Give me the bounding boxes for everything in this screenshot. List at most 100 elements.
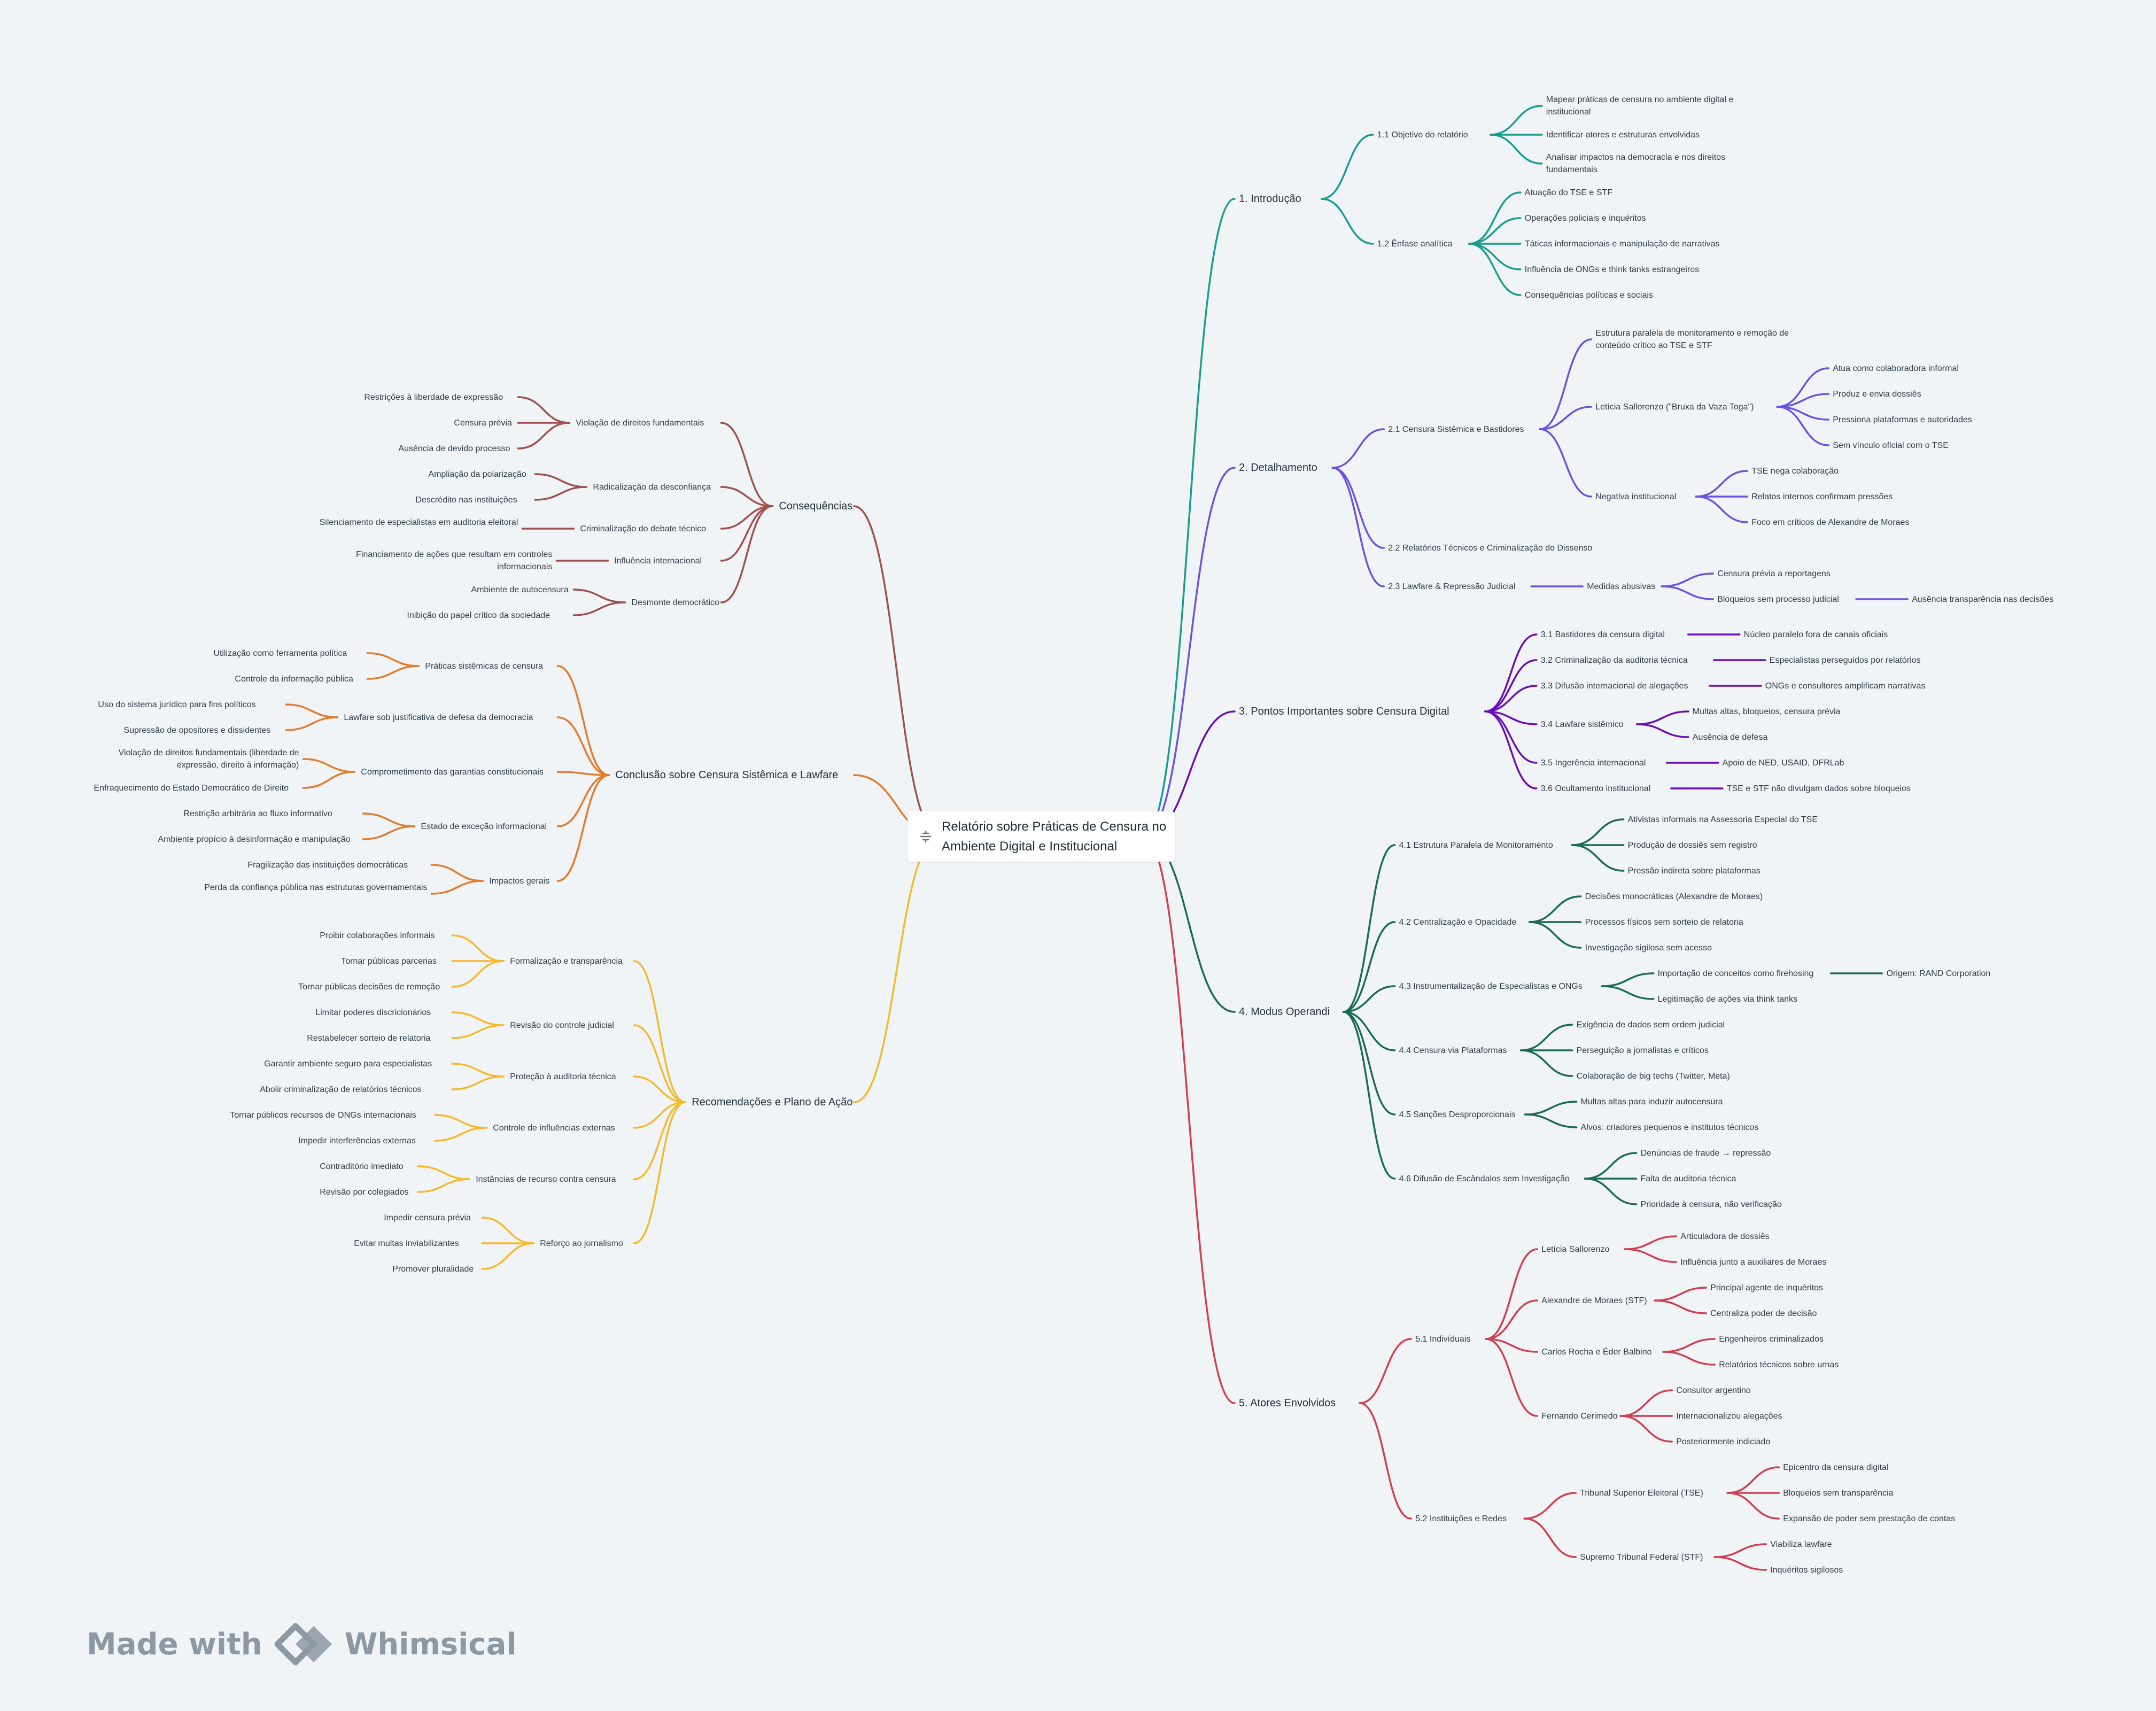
topic-node[interactable]: Restrições à liberdade de expressão: [364, 392, 503, 402]
topic-node[interactable]: Alexandre de Moraes (STF): [1541, 1296, 1647, 1305]
topic-node[interactable]: Instâncias de recurso contra censura: [476, 1174, 616, 1184]
topic-node[interactable]: Mapear práticas de censura no ambiente d…: [1546, 95, 1734, 117]
topic-node[interactable]: Violação de direitos fundamentais: [576, 418, 704, 428]
topic-node[interactable]: Revisão por colegiados: [320, 1187, 409, 1197]
topic-node[interactable]: Centraliza poder de decisão: [1710, 1309, 1817, 1318]
topic-node[interactable]: Promover pluralidade: [392, 1264, 474, 1274]
topic-node[interactable]: Negativa institucional: [1595, 492, 1677, 501]
topic-node[interactable]: Produção de dossiês sem registro: [1627, 840, 1757, 850]
topic-node[interactable]: Sem vínculo oficial com o TSE: [1833, 440, 1949, 450]
topic-node[interactable]: Inquéritos sigilosos: [1770, 1565, 1843, 1575]
topic-node[interactable]: Lawfare sob justificativa de defesa da d…: [344, 713, 533, 722]
topic-node[interactable]: Comprometimento das garantias constituci…: [361, 767, 544, 777]
topic-node[interactable]: Atua como colaboradora informal: [1833, 363, 1959, 373]
topic-node[interactable]: Influência internacional: [614, 556, 702, 566]
topic-node[interactable]: Garantir ambiente seguro para especialis…: [264, 1059, 432, 1069]
topic-node[interactable]: Legitimação de ações via think tanks: [1657, 994, 1798, 1004]
topic-node[interactable]: Atuação do TSE e STF: [1524, 188, 1613, 197]
topic-node[interactable]: Radicalização da desconfiança: [593, 482, 711, 492]
topic-node[interactable]: 1.2 Ênfase analítica: [1377, 239, 1453, 249]
topic-node[interactable]: Internacionalizou alegações: [1676, 1411, 1782, 1421]
topic-node[interactable]: Desmonte democrático: [631, 598, 719, 607]
topic-node[interactable]: TSE e STF não divulgam dados sobre bloqu…: [1726, 784, 1911, 793]
topic-node[interactable]: Pressão indireta sobre plataformas: [1627, 866, 1761, 876]
topic-node[interactable]: Colaboração de big techs (Twitter, Meta): [1576, 1071, 1730, 1081]
topic-node[interactable]: Reforço ao jornalismo: [540, 1238, 623, 1248]
topic-node[interactable]: Multas altas, bloqueios, censura prévia: [1692, 707, 1841, 716]
topic-node[interactable]: Censura prévia a reportagens: [1717, 569, 1831, 578]
branch-node-3[interactable]: 4. Modus Operandi: [1239, 1006, 1330, 1018]
topic-node[interactable]: Exigência de dados sem ordem judicial: [1576, 1020, 1725, 1029]
topic-node[interactable]: Silenciamento de especialistas em audito…: [319, 518, 518, 527]
topic-node[interactable]: 4.3 Instrumentalização de Especialistas …: [1399, 981, 1583, 991]
topic-node[interactable]: Influência junto a auxiliares de Moraes: [1680, 1257, 1827, 1267]
topic-node[interactable]: Abolir criminalização de relatórios técn…: [260, 1085, 422, 1094]
topic-node[interactable]: Supressão de opositores e dissidentes: [123, 725, 271, 735]
topic-node[interactable]: Práticas sistêmicas de censura: [425, 661, 543, 671]
topic-node[interactable]: Proteção à auditoria técnica: [510, 1072, 616, 1081]
topic-node[interactable]: Bloqueios sem transparência: [1783, 1488, 1894, 1498]
topic-node[interactable]: 4.6 Difusão de Escândalos sem Investigaç…: [1399, 1174, 1570, 1183]
topic-node[interactable]: Multas altas para induzir autocensura: [1580, 1097, 1723, 1106]
topic-node[interactable]: 4.1 Estrutura Paralela de Monitoramento: [1399, 840, 1553, 850]
topic-node[interactable]: Evitar multas inviabilizantes: [354, 1238, 459, 1248]
topic-node[interactable]: Estado de exceção informacional: [421, 822, 547, 831]
topic-node[interactable]: Influência de ONGs e think tanks estrang…: [1524, 265, 1700, 274]
topic-node[interactable]: 1.1 Objetivo do relatório: [1377, 130, 1468, 140]
topic-node[interactable]: Supremo Tribunal Federal (STF): [1580, 1552, 1703, 1562]
topic-node[interactable]: Enfraquecimento do Estado Democrático de…: [94, 783, 289, 793]
branch-node-4[interactable]: 5. Atores Envolvidos: [1239, 1397, 1336, 1409]
topic-node[interactable]: Carlos Rocha e Éder Balbino: [1541, 1347, 1652, 1357]
topic-node[interactable]: 4.4 Censura via Plataformas: [1399, 1046, 1507, 1055]
topic-node[interactable]: Tornar públicas decisões de remoção: [298, 982, 440, 992]
topic-node[interactable]: Articuladora de dossiês: [1680, 1232, 1770, 1241]
topic-node[interactable]: Posteriormente indiciado: [1676, 1437, 1771, 1446]
topic-node[interactable]: Falta de auditoria técnica: [1640, 1174, 1736, 1183]
branch-node-5[interactable]: Consequências: [779, 500, 853, 512]
topic-node[interactable]: Formalização e transparência: [510, 956, 623, 966]
topic-node[interactable]: Investigação sigilosa sem acesso: [1585, 943, 1712, 953]
topic-node[interactable]: Núcleo paralelo fora de canais oficiais: [1743, 630, 1888, 639]
branch-node-7[interactable]: Recomendações e Plano de Ação: [692, 1096, 853, 1108]
topic-node[interactable]: Engenheiros criminalizados: [1719, 1334, 1824, 1344]
made-with-whimsical-watermark[interactable]: Made with Whimsical: [87, 1623, 517, 1666]
topic-node[interactable]: Controle da informação pública: [235, 674, 353, 684]
topic-node[interactable]: 3.2 Criminalização da auditoria técnica: [1540, 655, 1688, 665]
topic-node[interactable]: ONGs e consultores amplificam narrativas: [1765, 681, 1926, 691]
topic-node[interactable]: Impedir interferências externas: [298, 1136, 416, 1145]
topic-node[interactable]: Pressiona plataformas e autoridades: [1833, 415, 1972, 424]
topic-node[interactable]: Ambiente propício à desinformação e mani…: [158, 834, 351, 844]
topic-node[interactable]: Ausência de defesa: [1692, 732, 1768, 742]
topic-node[interactable]: Consequências políticas e sociais: [1524, 290, 1653, 300]
topic-node[interactable]: Origem: RAND Corporation: [1886, 969, 1991, 978]
topic-node[interactable]: Principal agente de inquéritos: [1710, 1283, 1823, 1292]
topic-node[interactable]: Controle de influências externas: [493, 1123, 615, 1133]
topic-node[interactable]: Descrédito nas instituições: [415, 495, 517, 505]
topic-node[interactable]: Perseguição a jornalistas e críticos: [1576, 1046, 1709, 1055]
topic-node[interactable]: 5.1 Indivíduais: [1415, 1334, 1471, 1344]
topic-node[interactable]: 2.1 Censura Sistêmica e Bastidores: [1388, 424, 1524, 434]
root-node[interactable]: Relatório sobre Práticas de Censura no A…: [908, 811, 1175, 862]
topic-node[interactable]: Denúncias de fraude → repressão: [1640, 1148, 1771, 1158]
topic-node[interactable]: 3.1 Bastidores da censura digital: [1540, 630, 1665, 639]
topic-node[interactable]: Censura prévia: [454, 418, 512, 428]
topic-node[interactable]: Fragilização das instituições democrátic…: [247, 860, 408, 870]
topic-node[interactable]: Letícia Sallorenzo ("Bruxa da Vaza Toga"…: [1595, 402, 1754, 412]
topic-node[interactable]: Impactos gerais: [489, 876, 550, 886]
topic-node[interactable]: Criminalização do debate técnico: [580, 524, 707, 533]
topic-node[interactable]: Perda da confiança pública nas estrutura…: [204, 883, 428, 892]
topic-node[interactable]: Prioridade à censura, não verificação: [1640, 1199, 1782, 1209]
topic-node[interactable]: 3.6 Ocultamento institucional: [1540, 784, 1651, 793]
topic-node[interactable]: Tornar públicas parcerias: [341, 956, 437, 966]
topic-node[interactable]: Contraditório imediato: [320, 1162, 404, 1171]
branch-node-6[interactable]: Conclusão sobre Censura Sistêmica e Lawf…: [615, 769, 839, 781]
topic-node[interactable]: Tribunal Superior Eleitoral (TSE): [1580, 1488, 1703, 1498]
topic-node[interactable]: Utilização como ferramenta política: [213, 648, 347, 658]
topic-node[interactable]: Processos físicos sem sorteio de relator…: [1585, 917, 1743, 927]
topic-node[interactable]: Importação de conceitos como firehosing: [1657, 969, 1814, 978]
topic-node[interactable]: Revisão do controle judicial: [510, 1020, 614, 1030]
topic-node[interactable]: Uso do sistema jurídico para fins políti…: [98, 700, 256, 709]
topic-node[interactable]: 5.2 Instituições e Redes: [1415, 1514, 1507, 1523]
topic-node[interactable]: Estrutura paralela de monitoramento e re…: [1595, 329, 1789, 350]
branch-node-0[interactable]: 1. Introdução: [1239, 193, 1301, 205]
